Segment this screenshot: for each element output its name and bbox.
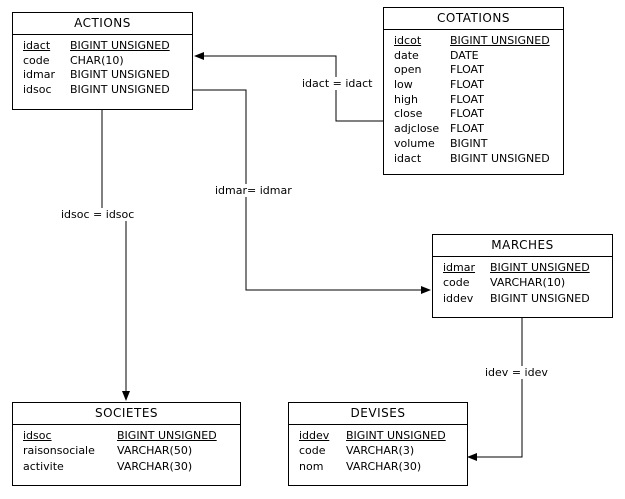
field-row: iddev BIGINT UNSIGNED: [433, 292, 612, 307]
field-type: BIGINT UNSIGNED: [70, 68, 170, 82]
field-name: open: [394, 63, 422, 77]
field-type: BIGINT UNSIGNED: [450, 151, 550, 165]
field-name: high: [394, 92, 418, 106]
field-type: FLOAT: [450, 63, 484, 77]
field-row: nom VARCHAR(30): [289, 460, 467, 475]
field-type: BIGINT: [450, 136, 488, 150]
field-type: BIGINT UNSIGNED: [70, 39, 170, 52]
field-name: code: [299, 443, 326, 457]
field-type: BIGINT UNSIGNED: [450, 34, 550, 47]
field-name: idsoc: [23, 83, 52, 97]
relation-label-actions-societes: idsoc = idsoc: [60, 208, 136, 221]
field-type: BIGINT UNSIGNED: [70, 83, 170, 97]
field-row: iddev BIGINT UNSIGNED: [289, 429, 467, 444]
entity-title: SOCIETES: [13, 403, 240, 425]
field-type: FLOAT: [450, 78, 484, 92]
field-type: FLOAT: [450, 107, 484, 121]
field-row: volume BIGINT: [384, 137, 563, 152]
relation-label-actions-marches: idmar= idmar: [214, 184, 293, 197]
field-type: CHAR(10): [70, 53, 124, 67]
field-name: nom: [299, 460, 324, 474]
field-row: idcot BIGINT UNSIGNED: [384, 34, 563, 49]
field-row: close FLOAT: [384, 107, 563, 122]
field-type: BIGINT UNSIGNED: [490, 261, 590, 274]
field-type: VARCHAR(10): [490, 275, 566, 289]
field-row: open FLOAT: [384, 63, 563, 78]
field-row: date DATE: [384, 49, 563, 64]
field-type: VARCHAR(50): [117, 443, 193, 457]
field-row: code CHAR(10): [13, 54, 192, 69]
field-name: idcot: [394, 34, 422, 47]
field-row: idsoc BIGINT UNSIGNED: [13, 429, 240, 444]
relation-line-actions-societes: [101, 110, 130, 401]
field-row: idsoc BIGINT UNSIGNED: [13, 83, 192, 98]
field-row: idact BIGINT UNSIGNED: [13, 39, 192, 54]
field-name: raisonsociale: [23, 443, 95, 457]
entity-societes[interactable]: SOCIETES idsoc BIGINT UNSIGNED raisonsoc…: [12, 402, 241, 486]
entity-devises[interactable]: DEVISES iddev BIGINT UNSIGNED code VARCH…: [288, 402, 468, 486]
field-name: volume: [394, 136, 435, 150]
field-name: idmar: [23, 68, 56, 82]
field-row: low FLOAT: [384, 78, 563, 93]
relation-label-marches-devises: idev = idev: [484, 366, 549, 379]
field-row: idact BIGINT UNSIGNED: [384, 152, 563, 167]
field-row: idmar BIGINT UNSIGNED: [433, 261, 612, 276]
field-type: VARCHAR(3): [346, 443, 415, 457]
field-name: low: [394, 78, 413, 92]
entity-title: ACTIONS: [13, 13, 192, 35]
field-type: VARCHAR(30): [346, 460, 422, 474]
field-name: idsoc: [23, 429, 52, 442]
entity-title: DEVISES: [289, 403, 467, 425]
relation-line-marches-devises: [467, 318, 523, 461]
field-name: close: [394, 107, 423, 121]
field-type: BIGINT UNSIGNED: [490, 292, 590, 306]
entity-title: MARCHES: [433, 235, 612, 257]
field-type: FLOAT: [450, 92, 484, 106]
field-row: raisonsociale VARCHAR(50): [13, 444, 240, 459]
field-name: code: [23, 53, 50, 67]
field-row: idmar BIGINT UNSIGNED: [13, 68, 192, 83]
entity-cotations[interactable]: COTATIONS idcot BIGINT UNSIGNED date DAT…: [383, 7, 564, 175]
field-row: code VARCHAR(3): [289, 444, 467, 459]
field-name: iddev: [299, 429, 330, 442]
field-name: idact: [394, 151, 422, 165]
field-name: adjclose: [394, 122, 440, 136]
field-name: date: [394, 48, 419, 62]
field-name: idact: [23, 39, 51, 52]
entity-actions[interactable]: ACTIONS idact BIGINT UNSIGNED code CHAR(…: [12, 12, 193, 110]
field-row: code VARCHAR(10): [433, 276, 612, 291]
field-row: high FLOAT: [384, 93, 563, 108]
field-type: BIGINT UNSIGNED: [346, 429, 446, 442]
entity-marches[interactable]: MARCHES idmar BIGINT UNSIGNED code VARCH…: [432, 234, 613, 318]
field-type: FLOAT: [450, 122, 484, 136]
field-name: activite: [23, 460, 64, 474]
field-name: code: [443, 275, 470, 289]
field-type: DATE: [450, 48, 479, 62]
field-type: VARCHAR(30): [117, 460, 193, 474]
relation-label-cotations-actions: idact = idact: [301, 77, 374, 90]
field-row: activite VARCHAR(30): [13, 460, 240, 475]
field-name: idmar: [443, 261, 476, 274]
entity-title: COTATIONS: [384, 8, 563, 30]
field-row: adjclose FLOAT: [384, 122, 563, 137]
field-type: BIGINT UNSIGNED: [117, 429, 217, 442]
field-name: iddev: [443, 292, 474, 306]
